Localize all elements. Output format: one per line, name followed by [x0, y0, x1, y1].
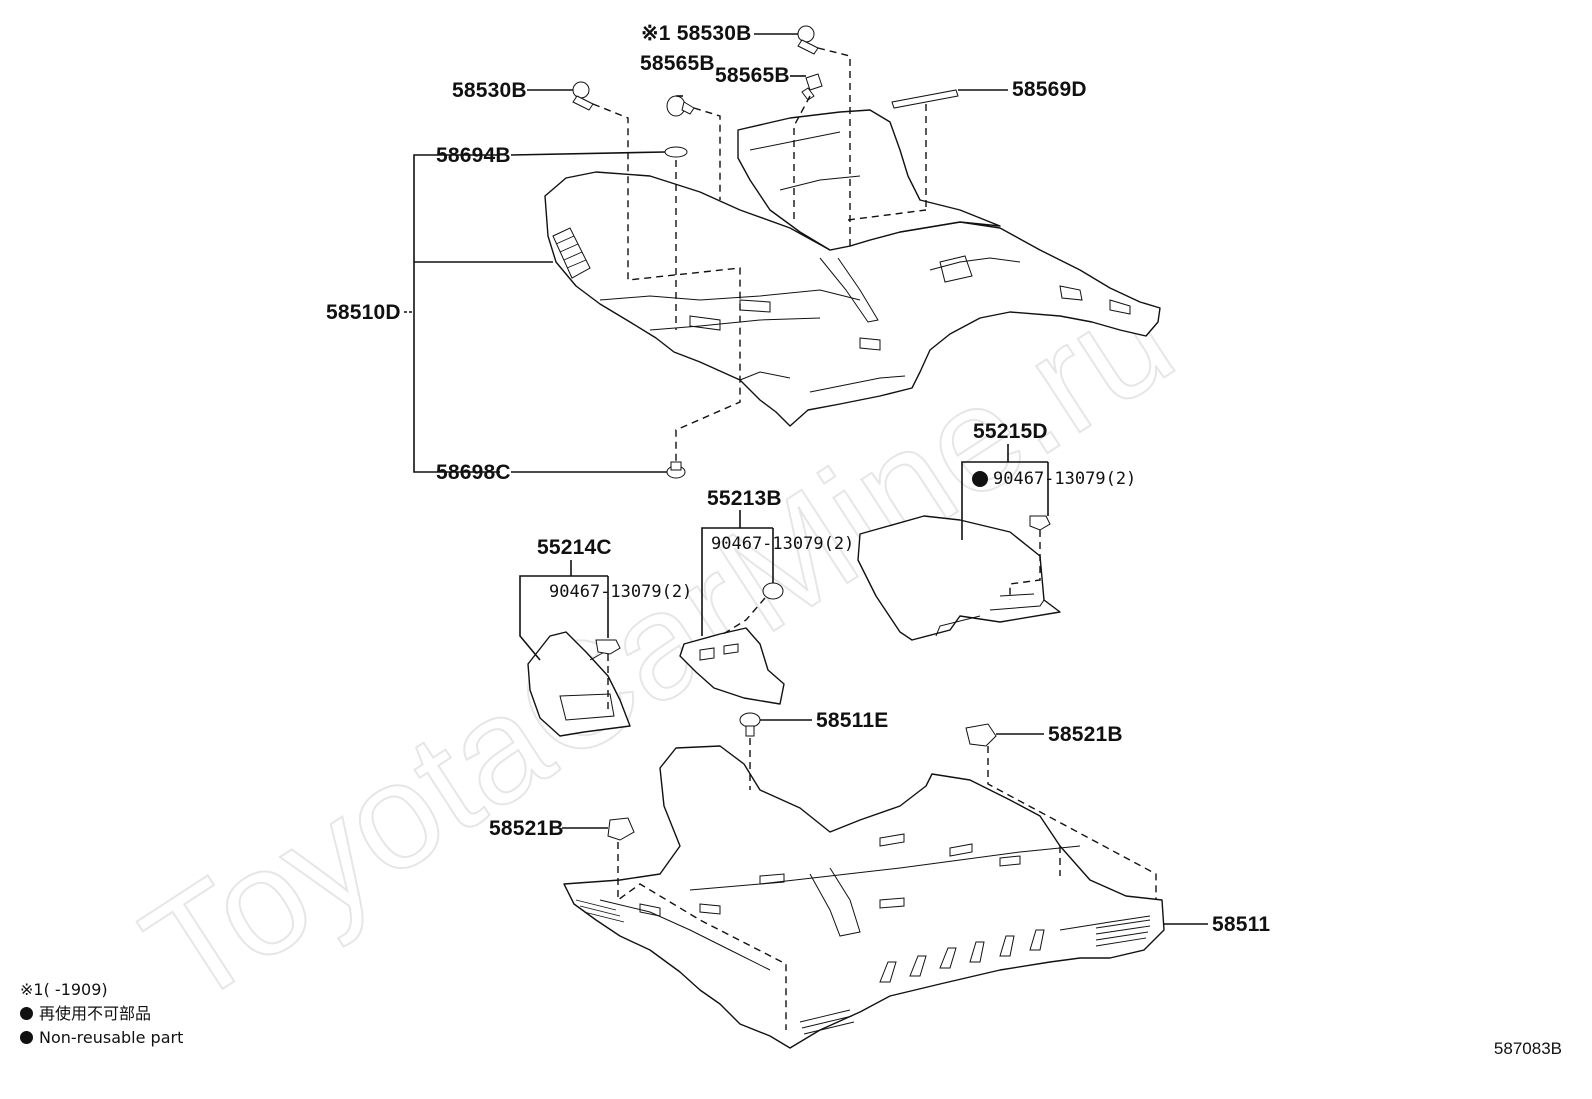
- legend-note-1909: ※1( -1909): [20, 980, 108, 999]
- label-58511E: 58511E: [816, 709, 888, 732]
- legend-non-reusable-jp: 再使用不可部品: [20, 1002, 183, 1026]
- clip-55213B: [762, 582, 784, 600]
- non-reusable-dot-55215D: [972, 471, 988, 487]
- label-58511: 58511: [1212, 913, 1270, 936]
- screw-58530B-left: [572, 81, 594, 111]
- carpet-side-grille: [552, 227, 591, 279]
- label-58565B-a: 58565B: [640, 52, 715, 75]
- label-55214C-clip: 90467-13079(2): [549, 582, 692, 602]
- floor-mat-55215D: [857, 515, 1061, 641]
- label-58530B-top: ※1 58530B: [641, 22, 751, 45]
- legend-en-text: Non-reusable part: [39, 1028, 184, 1047]
- plate-58569D: [891, 89, 959, 109]
- floor-silencer-58511: [563, 745, 1165, 1049]
- diagram-code: 587083B: [1493, 1039, 1562, 1058]
- label-55214C: 55214C: [537, 536, 612, 559]
- legend-non-reusable-en: Non-reusable part: [20, 1026, 183, 1050]
- clip-58565B-a: [666, 95, 695, 117]
- legend: ※1( -1909) 再使用不可部品 Non-reusable part: [20, 978, 183, 1050]
- upper-guides: [592, 47, 927, 462]
- guide-55215D: [1009, 530, 1041, 600]
- clip-58521B-right: [965, 723, 997, 747]
- label-58694B: 58694B: [436, 144, 511, 167]
- label-55215D: 55215D: [973, 420, 1048, 443]
- label-58530B-left: 58530B: [452, 79, 527, 102]
- clip-55215D: [1029, 515, 1051, 531]
- label-58698C: 58698C: [436, 461, 511, 484]
- leaders-55214C: [519, 560, 609, 661]
- label-58521B-right: 58521B: [1048, 723, 1123, 746]
- label-58521B-left: 58521B: [489, 817, 564, 840]
- screw-58530B-top: [797, 25, 819, 55]
- grommet-58694B: [664, 146, 688, 158]
- lower-leaders: [562, 719, 1208, 925]
- clip-55214C: [595, 639, 621, 655]
- label-55215D-clip: 90467-13079(2): [993, 469, 1136, 489]
- leaders-55213B: [701, 510, 774, 636]
- clip-58698C: [666, 461, 686, 479]
- non-reusable-dot-icon: [20, 1007, 33, 1020]
- clip-58511E: [739, 712, 761, 737]
- guide-55213B: [719, 597, 766, 637]
- non-reusable-dot-icon: [20, 1031, 33, 1044]
- label-58510D: 58510D: [326, 301, 401, 324]
- lower-guides: [617, 738, 1157, 1030]
- label-55213B: 55213B: [707, 487, 782, 510]
- leaders-55215D: [961, 444, 1049, 540]
- label-58565B-b: 58565B: [715, 64, 790, 87]
- legend-jp-text: 再使用不可部品: [39, 1004, 152, 1023]
- label-55213B-clip: 90467-13079(2): [711, 534, 854, 554]
- floor-carpet-assembly: [544, 109, 1161, 427]
- floor-mat-55213B: [679, 627, 785, 705]
- upper-leaders: [404, 33, 1008, 473]
- clip-58521B-left: [607, 817, 635, 841]
- label-58569D: 58569D: [1012, 78, 1087, 101]
- clip-58565B-b: [801, 73, 823, 101]
